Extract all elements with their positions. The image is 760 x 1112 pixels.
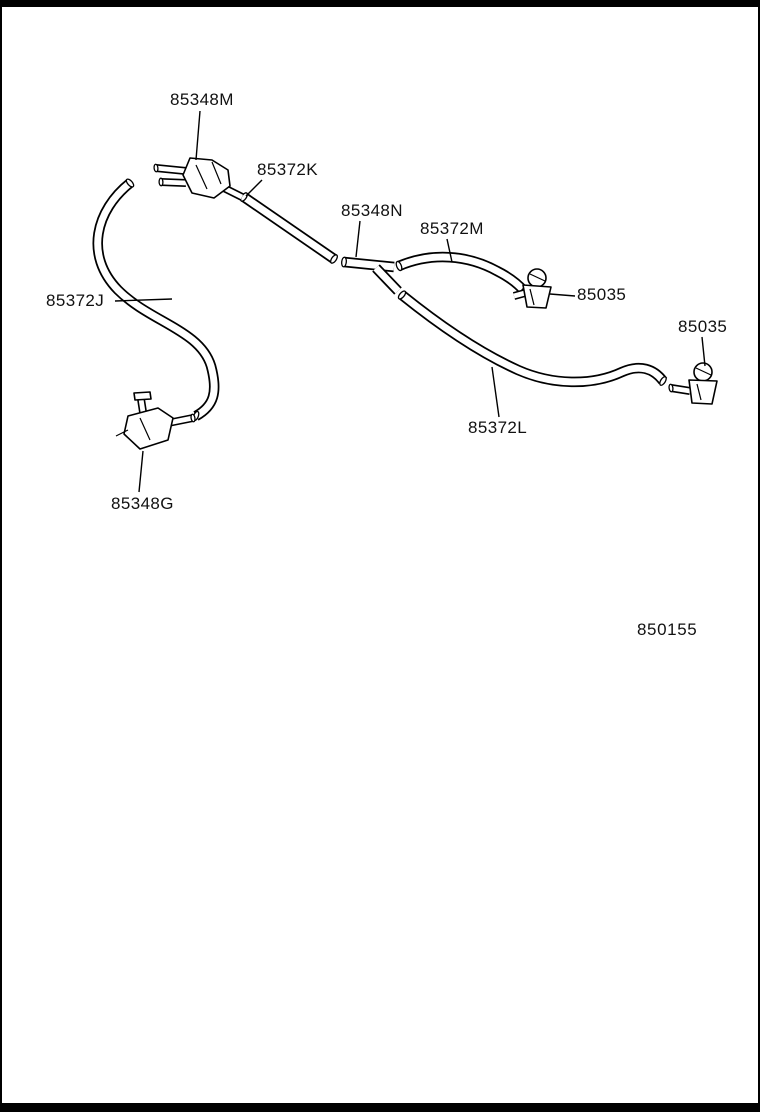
connector-85348n-drawing	[341, 256, 402, 295]
hose-85372m-drawing	[396, 251, 528, 295]
leader-lines	[114, 110, 706, 493]
hose-85372k-drawing	[241, 192, 337, 264]
hose-85372j-drawing	[92, 178, 220, 421]
part-label-85348m: 85348M	[170, 90, 234, 109]
hose-end-caps	[125, 178, 667, 422]
nozzle-85035-2-drawing	[668, 362, 718, 405]
nozzle-85348m-drawing	[153, 157, 244, 201]
part-label-85372j: 85372J	[46, 291, 105, 310]
part-label-85348n: 85348N	[341, 201, 403, 220]
part-label-85372k: 85372K	[257, 160, 319, 179]
page-frame-top	[0, 0, 760, 7]
part-label-85348g: 85348G	[111, 494, 174, 513]
hose-85372l-drawing	[398, 290, 668, 388]
figure-number: 850155	[637, 620, 698, 639]
nozzle-85348g-drawing	[115, 391, 196, 450]
page-frame-left	[0, 0, 2, 1112]
part-label-85372l: 85372L	[468, 418, 528, 437]
page-frame-bottom	[0, 1103, 760, 1112]
page-frame-right	[758, 0, 760, 1112]
nozzle-85035-1-drawing	[512, 268, 552, 309]
part-label-85035-1: 85035	[577, 285, 627, 304]
part-label-85035-2: 85035	[678, 317, 728, 336]
part-label-85372m: 85372M	[420, 219, 484, 238]
